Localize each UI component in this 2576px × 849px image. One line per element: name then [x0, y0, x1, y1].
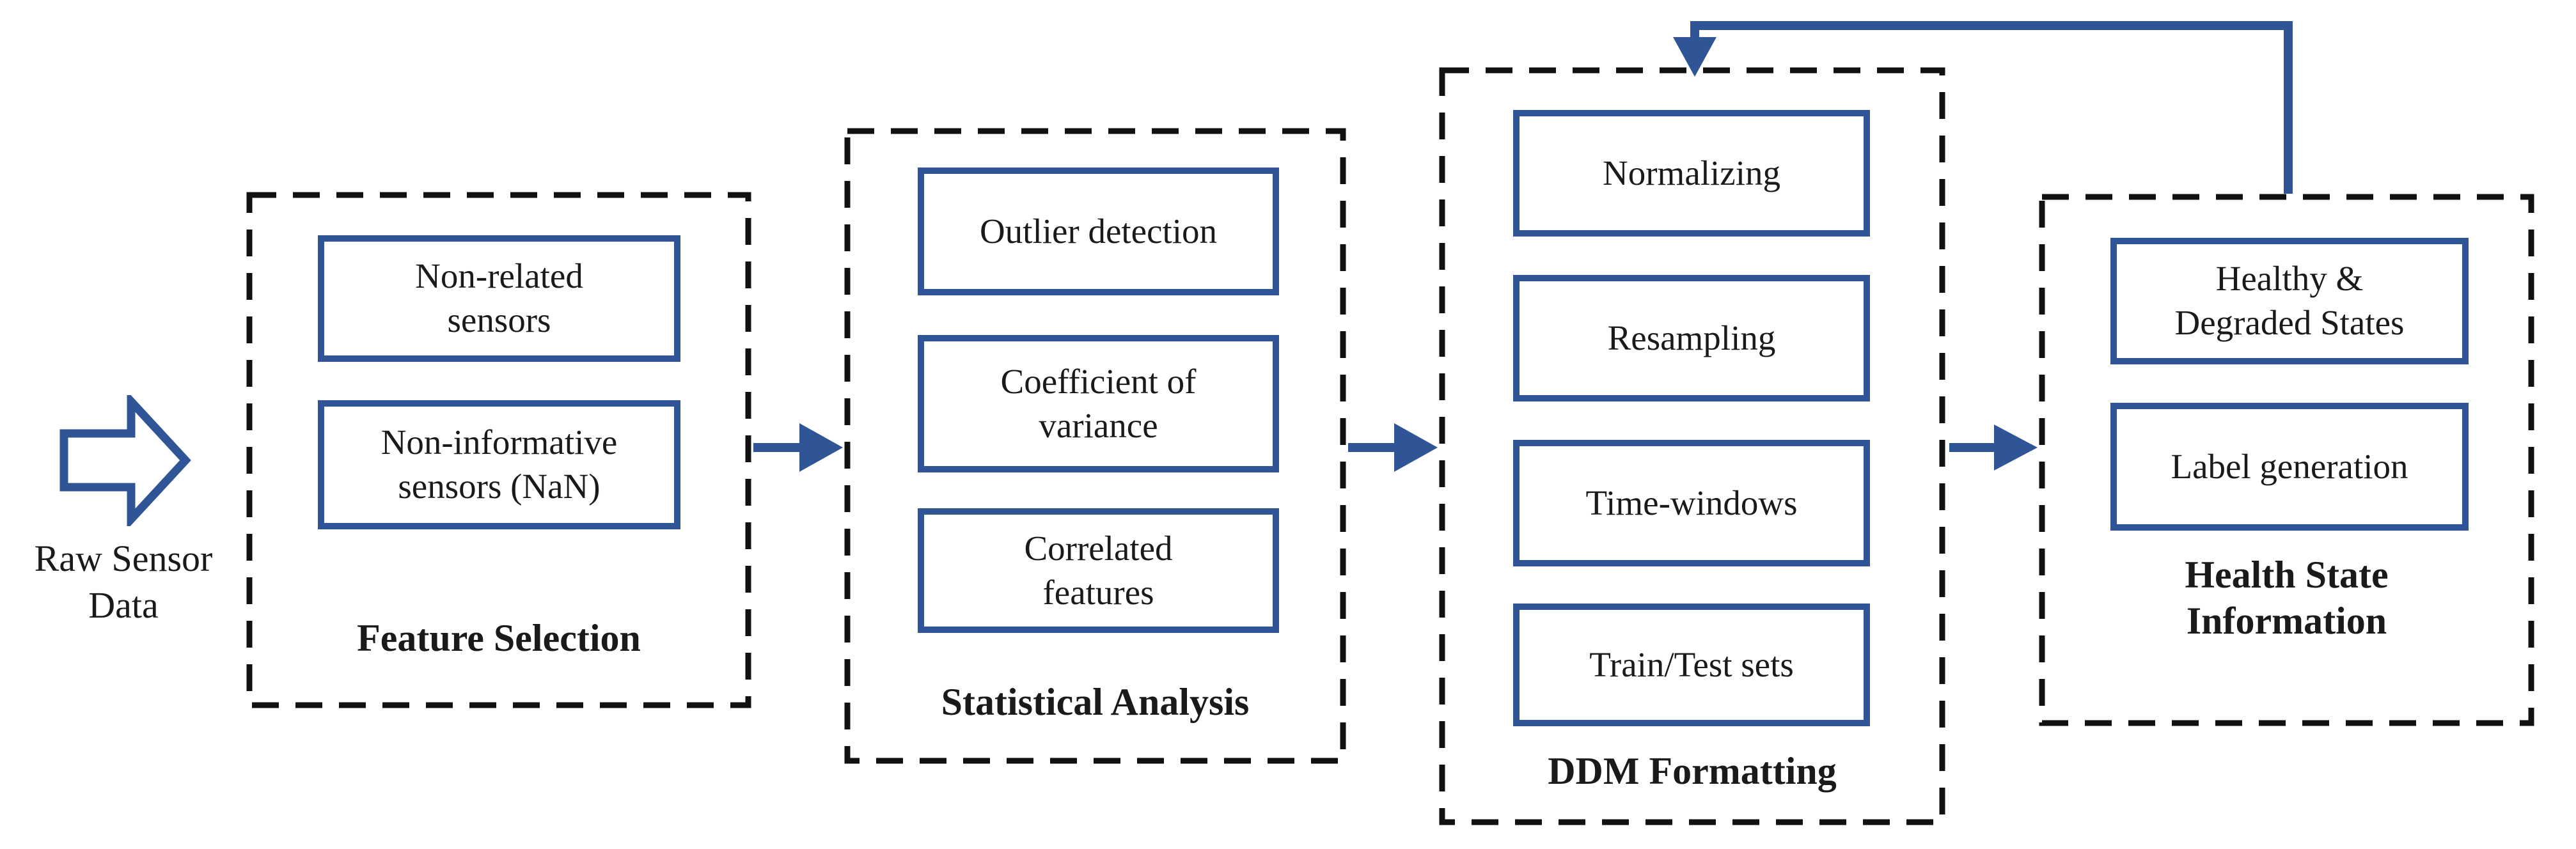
dashed-border: [2039, 194, 2534, 726]
flow-arrow-3: [1949, 424, 2038, 471]
process-step-label: Healthy & Degraded States: [2174, 259, 2405, 342]
process-step-train-test-sets: Train/Test sets: [1513, 604, 1870, 726]
process-step-non-related-sensors: Non-related sensors: [318, 235, 680, 362]
process-step-label: Non-informative sensors (NaN): [381, 423, 618, 506]
process-step-label: Non-related sensors: [415, 256, 583, 339]
process-step-label: Train/Test sets: [1589, 644, 1794, 684]
flow-arrow-1: [753, 423, 843, 472]
group-title-health-state-information: Health State Information: [2185, 554, 2389, 642]
dashed-border: [1439, 67, 1945, 825]
process-step-normalizing: Normalizing: [1513, 110, 1870, 237]
process-step-label: Resampling: [1607, 318, 1776, 357]
ddm-formatting-group: Normalizing Resampling Time-windows Trai…: [1439, 67, 1945, 825]
process-step-time-windows: Time-windows: [1513, 440, 1870, 566]
dashed-border: [246, 192, 751, 708]
raw-sensor-data-label: Raw Sensor Data: [34, 538, 213, 626]
process-step-label: Coefficient of variance: [1000, 361, 1197, 445]
process-step-label: Correlated features: [1024, 528, 1173, 612]
process-step-label: Time-windows: [1585, 483, 1798, 522]
process-step-label: Normalizing: [1603, 153, 1780, 192]
process-step-resampling: Resampling: [1513, 275, 1870, 401]
health-state-information-group: Healthy & Degraded States Label generati…: [2039, 194, 2534, 726]
process-step-non-informative-sensors: Non-informative sensors (NaN): [318, 400, 680, 529]
process-step-label: Outlier detection: [979, 211, 1218, 251]
statistical-analysis-group: Outlier detection Coefficient of varianc…: [844, 128, 1346, 764]
group-title-statistical-analysis: Statistical Analysis: [941, 681, 1250, 723]
feature-selection-group: Non-related sensors Non-informative sens…: [246, 192, 751, 708]
flow-arrow-2: [1348, 423, 1438, 472]
group-title-ddm-formatting: DDM Formatting: [1548, 750, 1837, 792]
dashed-border: [844, 128, 1346, 764]
group-title-feature-selection: Feature Selection: [357, 617, 641, 659]
process-step-label: Label generation: [2171, 446, 2408, 486]
block-arrow-right-icon: [59, 395, 191, 526]
process-step-outlier-detection: Outlier detection: [918, 167, 1279, 295]
process-step-label-generation: Label generation: [2110, 403, 2469, 531]
process-step-healthy-degraded-states: Healthy & Degraded States: [2110, 238, 2469, 364]
process-step-coefficient-of-variance: Coefficient of variance: [918, 335, 1279, 472]
process-step-correlated-features: Correlated features: [918, 508, 1279, 633]
